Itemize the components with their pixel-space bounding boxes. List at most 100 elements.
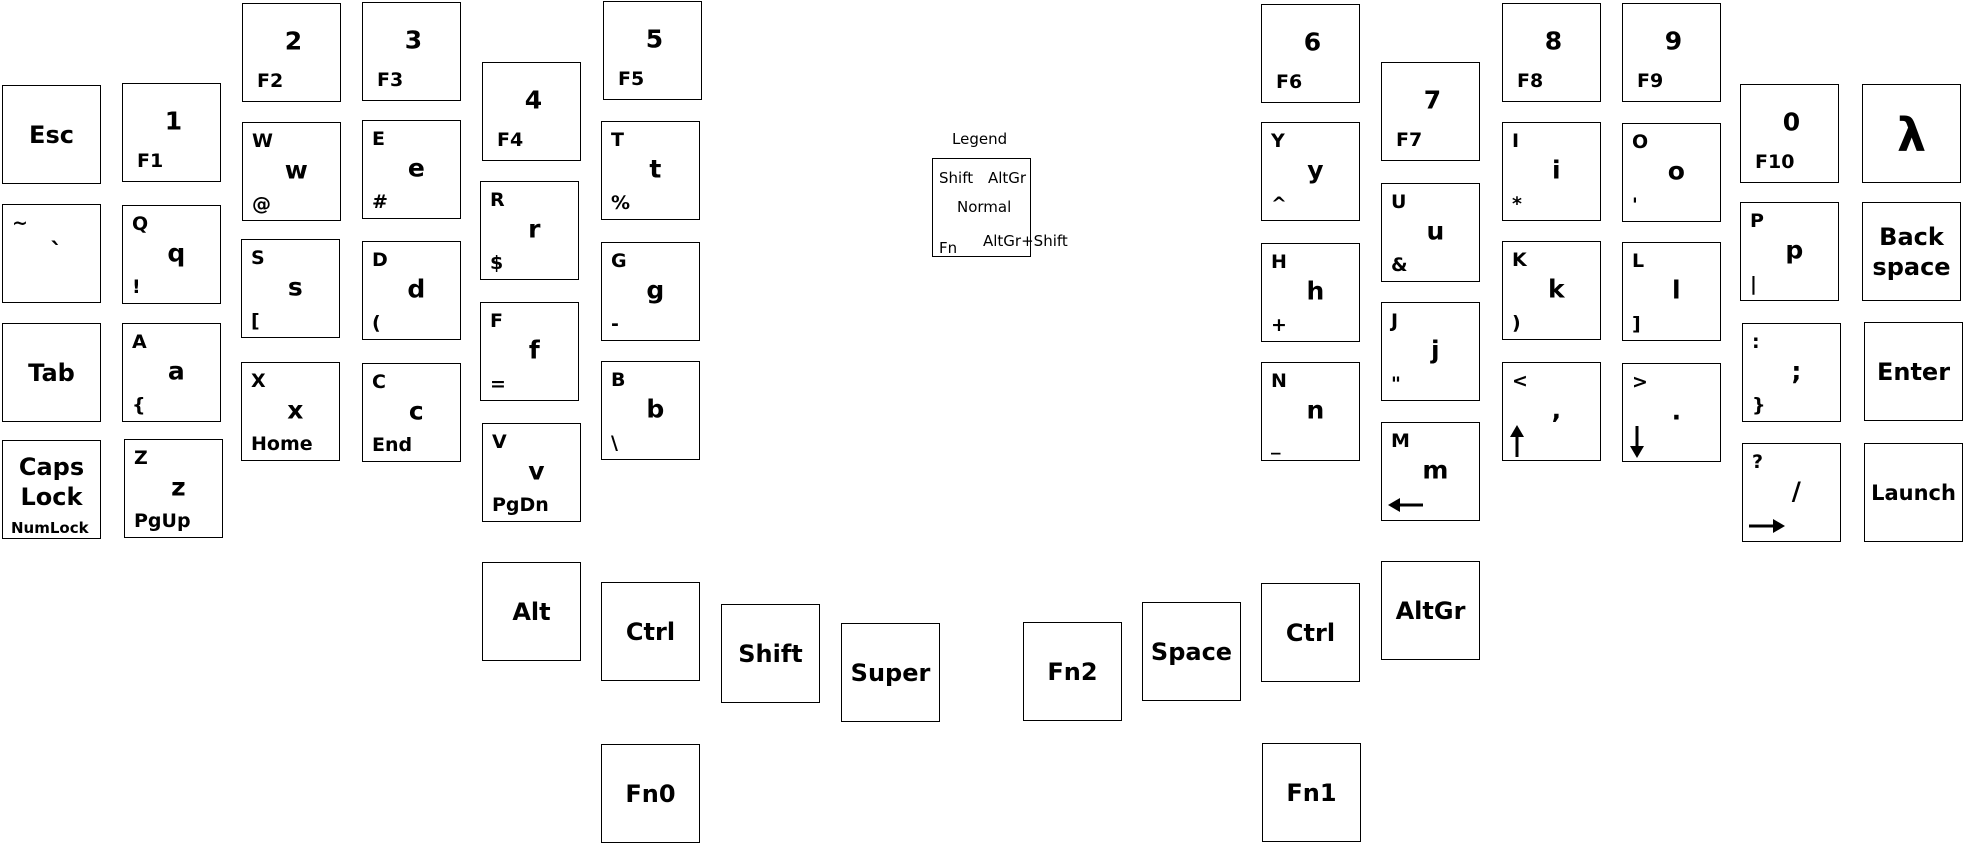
key-label: Tab (28, 358, 75, 387)
key-normal-label: ; (1791, 356, 1802, 386)
key-comma: <, (1502, 362, 1601, 461)
key-fn-label: [ (251, 310, 260, 332)
key-fn-label: ' (1632, 194, 1638, 216)
key-shift-label: T (611, 129, 624, 151)
key-slash: ?/ (1742, 443, 1841, 542)
key-label: Alt (512, 597, 551, 626)
key-label: Caps Lock (18, 452, 85, 511)
key-shift-label: ~ (12, 212, 28, 234)
key-fn-label: " (1391, 373, 1401, 395)
key-normal-label: s (287, 272, 303, 302)
key-fn-label: \ (611, 432, 618, 454)
key-fn-label: F6 (1276, 71, 1303, 93)
key-label: Back space (1872, 222, 1951, 281)
key-normal-label: p (1785, 235, 1804, 265)
key-shift-label: I (1512, 130, 1520, 152)
key-shift-label: C (372, 371, 386, 393)
key-label: Shift (738, 639, 803, 668)
key-shift-label: Q (132, 213, 149, 235)
key-fn-label: ! (132, 276, 141, 298)
key-label: Super (850, 658, 931, 687)
key-fn-label: F7 (1396, 129, 1423, 151)
key-fn-label: | (1750, 273, 1757, 295)
key-normal-label: q (167, 238, 186, 268)
key-shift-label: P (1750, 210, 1764, 232)
key-fn-label: End (372, 434, 413, 456)
key-shift-label: A (132, 331, 147, 353)
key-normal-label: g (646, 275, 665, 305)
key-shift-label: V (492, 431, 507, 453)
key-fn1: Fn1 (1262, 743, 1361, 842)
key-normal-label: 7 (1423, 85, 1442, 115)
key-label: Fn2 (1047, 657, 1098, 686)
key-fn2: Fn2 (1023, 622, 1122, 721)
key-label: AltGr (1395, 596, 1466, 625)
key-alt: Alt (482, 562, 581, 661)
key-fn-label: F5 (618, 68, 645, 90)
key-normal-label: a (167, 356, 185, 386)
key-shift-label: M (1391, 430, 1410, 452)
key-ctrl-left: Ctrl (601, 582, 700, 681)
key-normal-label: l (1672, 275, 1681, 305)
legend-altgr-shift: AltGr+Shift (983, 232, 1068, 250)
key-normal-label: i (1552, 155, 1561, 185)
key-shift-label: X (251, 370, 266, 392)
key-fn-label: } (1752, 394, 1766, 416)
key-normal-label: . (1671, 396, 1682, 426)
key-shift: Shift (721, 604, 820, 703)
key-normal-label: ` (50, 237, 63, 267)
key-fn-label: PgDn (492, 494, 549, 516)
key-normal-label: t (649, 154, 662, 184)
key-shift-label: : (1752, 331, 1760, 353)
key-fn-label: _ (1271, 433, 1281, 455)
key-ctrl-right: Ctrl (1261, 583, 1360, 682)
key-fn-label: F10 (1755, 151, 1795, 173)
key-normal-label: 1 (164, 106, 183, 136)
key-normal-label: f (528, 335, 540, 365)
key-shift-label: U (1391, 191, 1407, 213)
key-normal-label: r (528, 214, 541, 244)
key-shift-label: < (1512, 370, 1528, 392)
key-semicolon: :;} (1742, 323, 1841, 422)
key-enter: Enter (1864, 322, 1963, 421)
key-fn-label: F8 (1517, 70, 1544, 92)
key-shift-label: S (251, 247, 265, 269)
key-lambda: λ (1862, 84, 1961, 183)
key-super: Super (841, 623, 940, 722)
key-fn-label: @ (252, 193, 271, 215)
key-period: >. (1622, 363, 1721, 462)
key-label: Space (1150, 637, 1233, 666)
key-shift-label: ? (1752, 451, 1764, 473)
key-shift-label: Z (134, 447, 148, 469)
key-normal-label: 4 (524, 85, 543, 115)
key-shift-label: H (1271, 251, 1287, 273)
key-shift-label: E (372, 128, 385, 150)
key-fn-label: ] (1632, 313, 1641, 335)
key-sub-label: NumLock (11, 519, 89, 537)
key-normal-label: w (284, 155, 308, 185)
key-fn-label: & (1391, 254, 1408, 276)
key-normal-label: o (1667, 156, 1685, 186)
key-normal-label: , (1551, 395, 1562, 425)
key-normal-label: 5 (645, 24, 664, 54)
key-normal-label: e (407, 153, 425, 183)
key-shift-label: W (252, 130, 273, 152)
key-normal-label: y (1307, 155, 1324, 185)
